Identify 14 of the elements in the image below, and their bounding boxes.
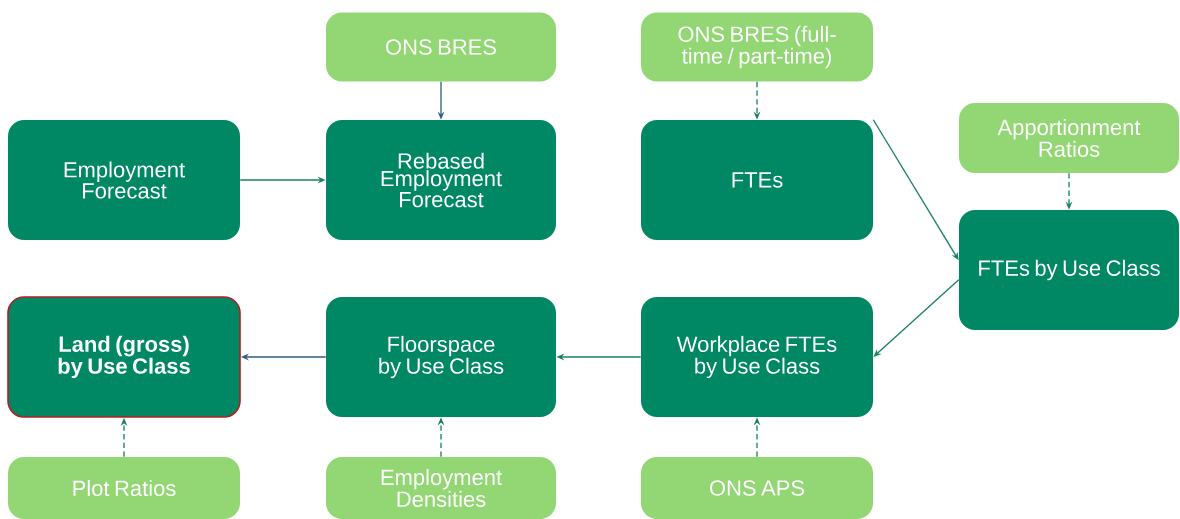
process-box: Employment Forecast [8, 120, 240, 240]
source-box: Plot Ratios [8, 457, 240, 519]
source-box: ONS APS [641, 457, 873, 519]
arrow [873, 279, 960, 357]
output-box: Land (gross) by Use Class [7, 296, 241, 418]
source-box: Apportionment Ratios [959, 103, 1179, 173]
process-box: Rebased Employment Forecast [326, 120, 556, 240]
process-box: Workplace FTEs by Use Class [641, 297, 873, 417]
process-box: FTEs by Use Class [959, 210, 1179, 330]
process-box: Floorspace by Use Class [326, 297, 556, 417]
source-box: ONS BRES (full-time / part-time) [641, 12, 873, 82]
process-box: FTEs [641, 120, 873, 240]
source-box: ONS BRES [326, 12, 556, 82]
source-box: Employment Densities [326, 457, 556, 519]
